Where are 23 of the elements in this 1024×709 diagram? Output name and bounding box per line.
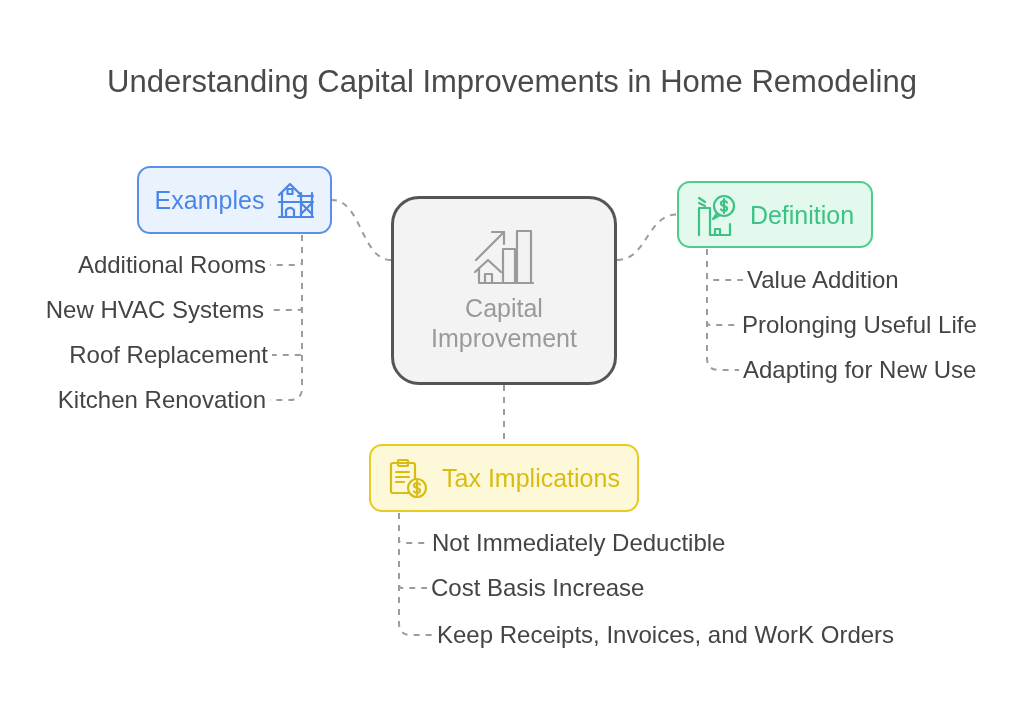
connector-line [616, 213, 678, 261]
box-title: Capital Improvement [430, 293, 578, 353]
category-box [137, 166, 332, 234]
connector-line [398, 512, 434, 636]
box-title: Tax Implications [442, 463, 620, 493]
connector-line [331, 199, 392, 261]
item-text: Value Addition [747, 266, 899, 294]
connector-line [706, 248, 740, 371]
item-text: Adapting for New Use [743, 356, 977, 384]
item-text: Prolonging Useful Life [742, 311, 977, 339]
central-box [391, 196, 617, 385]
box-title: Definition [749, 199, 855, 230]
item-text: Keep Receipts, Invoices, and WorK Orders [437, 621, 895, 649]
diagram-title: Understanding Capital Improvements in Home Remodeling [107, 64, 917, 99]
item-text: New HVAC Systems [45, 296, 264, 324]
item-text: Not Immediately Deductible [432, 529, 726, 557]
item-text: Roof Replacement [69, 341, 268, 369]
box-title: Examples [154, 185, 265, 215]
category-box [369, 444, 639, 512]
item-text: Kitchen Renovation [57, 386, 266, 414]
item-text: Cost Basis Increase [431, 574, 645, 602]
category-box [677, 181, 873, 248]
item-text: Additional Rooms [77, 251, 266, 279]
